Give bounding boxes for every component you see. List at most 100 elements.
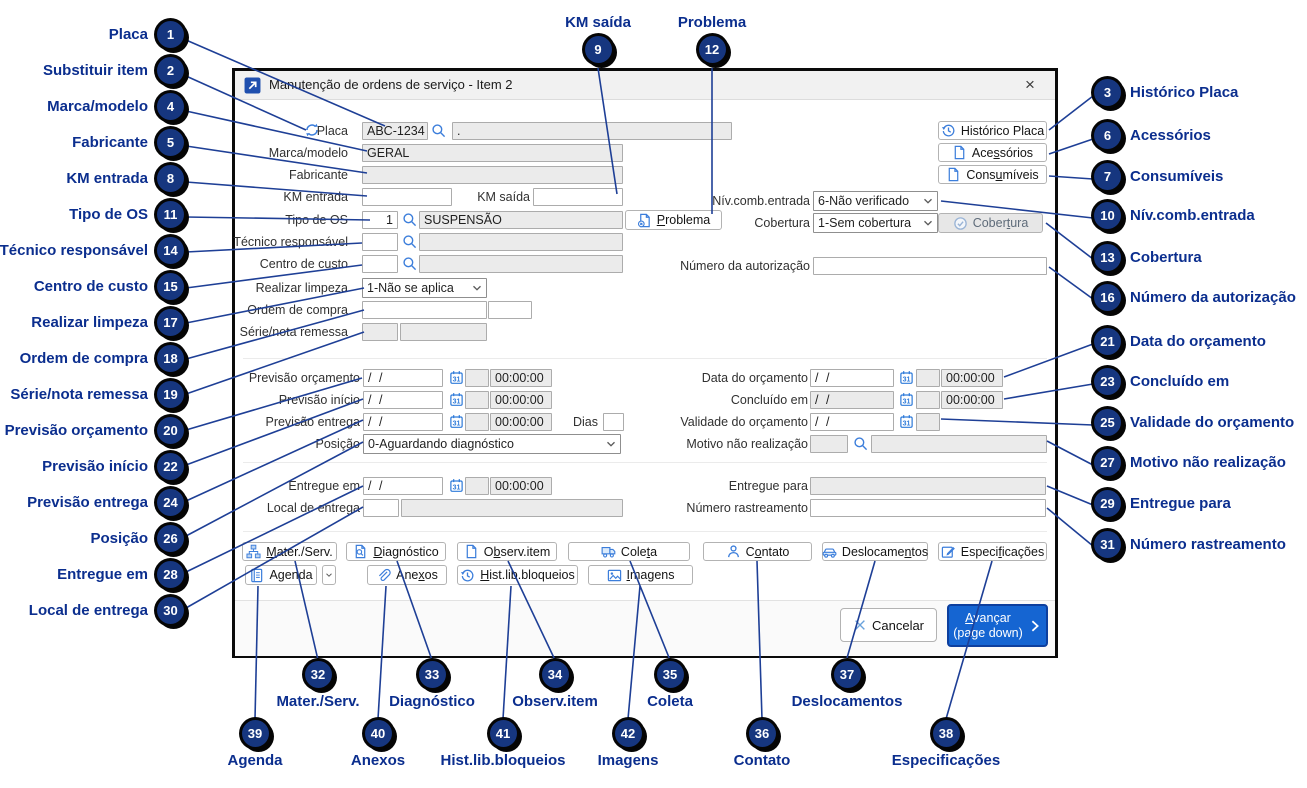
- km-entrada-input[interactable]: [362, 188, 452, 206]
- entregue-em-date-input[interactable]: / /: [363, 477, 443, 495]
- tipo-os-descricao-field: SUSPENSÃO: [419, 211, 623, 229]
- previsao-inicio-date-input[interactable]: / /: [363, 391, 443, 409]
- avancar-button[interactable]: Avançar (page down): [947, 604, 1048, 647]
- avancar-sublabel: (page down): [953, 625, 1023, 640]
- centro-custo-search-button[interactable]: [402, 256, 417, 271]
- callout-badge: 20: [157, 417, 184, 444]
- imagens-button[interactable]: Imagens: [588, 565, 693, 585]
- agenda-dropdown-button[interactable]: [322, 565, 336, 585]
- tipo-os-code-input[interactable]: 1: [362, 211, 398, 229]
- tipo-os-search-button[interactable]: [402, 212, 417, 227]
- coleta-button[interactable]: Coleta: [568, 542, 690, 561]
- previsao-orcamento-time-field: 00:00:00: [490, 369, 552, 387]
- local-entrega-code-input[interactable]: [363, 499, 399, 517]
- numero-rastreamento-input[interactable]: [810, 499, 1046, 517]
- callout-badge: 30: [157, 597, 184, 624]
- chevron-down-icon: [324, 570, 334, 580]
- x-icon: [853, 618, 867, 632]
- especificacoes-button[interactable]: Especificações: [938, 542, 1047, 561]
- previsao-orcamento-date-input[interactable]: / /: [363, 369, 443, 387]
- cobertura-button: Cobertura: [938, 213, 1043, 233]
- callout-badge: 19: [157, 381, 184, 408]
- previsao-inicio-calendar-button[interactable]: [449, 392, 464, 407]
- callout-badge: 27: [1094, 449, 1121, 476]
- previsao-entrega-date-input[interactable]: / /: [363, 413, 443, 431]
- search-icon: [402, 234, 417, 249]
- concluido-em-calendar-button[interactable]: [899, 392, 914, 407]
- ordem-compra-input-2[interactable]: [488, 301, 532, 319]
- contato-button[interactable]: Contato: [703, 542, 812, 561]
- niv-comb-entrada-select[interactable]: 6-Não verificado: [813, 191, 938, 211]
- history-icon: [941, 123, 956, 138]
- callout-badge: 36: [748, 720, 776, 747]
- document-icon: [464, 544, 479, 559]
- deslocamentos-button[interactable]: Deslocamentos: [822, 542, 928, 561]
- mater-serv-button[interactable]: Mater./Serv.: [242, 542, 337, 561]
- callout-badge: 37: [833, 661, 861, 688]
- observ-item-button[interactable]: Observ.item: [457, 542, 557, 561]
- previsao-orcamento-calendar-button[interactable]: [449, 370, 464, 385]
- numero-autorizacao-input[interactable]: [813, 257, 1047, 275]
- callout-badge: 21: [1094, 328, 1121, 355]
- realizar-limpeza-select[interactable]: 1-Não se aplica: [362, 278, 487, 298]
- person-icon: [726, 544, 741, 559]
- close-button[interactable]: ×: [1025, 75, 1035, 94]
- entregue-em-label: Entregue em: [288, 479, 360, 493]
- search-icon: [402, 212, 417, 227]
- local-entrega-descricao-field: [401, 499, 623, 517]
- callout-badge: 14: [157, 237, 184, 264]
- concluido-em-time-field: 00:00:00: [941, 391, 1003, 409]
- dias-input[interactable]: [603, 413, 624, 431]
- chevron-down-icon: [921, 194, 935, 208]
- document-icon: [946, 167, 961, 182]
- hist-lib-bloqueios-button[interactable]: Hist.lib.bloqueios: [457, 565, 578, 585]
- cobertura-select[interactable]: 1-Sem cobertura: [813, 213, 938, 233]
- data-orcamento-date-input[interactable]: / /: [810, 369, 894, 387]
- diagnostico-button[interactable]: Diagnóstico: [346, 542, 446, 561]
- calendar-icon: [449, 370, 464, 385]
- truck-icon: [601, 544, 616, 559]
- historico-placa-button[interactable]: Histórico Placa: [938, 121, 1047, 140]
- callout-badge: 28: [157, 561, 184, 588]
- tecnico-search-button[interactable]: [402, 234, 417, 249]
- validade-orcamento-calendar-button[interactable]: [899, 414, 914, 429]
- tecnico-code-input[interactable]: [362, 233, 398, 251]
- callout-badge: 3: [1094, 79, 1121, 106]
- anexos-button[interactable]: Anexos: [367, 565, 447, 585]
- motivo-search-button[interactable]: [853, 436, 868, 451]
- agenda-button[interactable]: Agenda: [245, 565, 317, 585]
- entregue-para-label: Entregue para: [728, 479, 808, 493]
- serie-field: [362, 323, 398, 341]
- posicao-select[interactable]: 0-Aguardando diagnóstico: [363, 434, 621, 454]
- chevron-down-icon: [921, 216, 935, 230]
- acessorios-button[interactable]: Acessórios: [938, 143, 1047, 162]
- concluido-em-label: Concluído em: [730, 393, 808, 407]
- centro-custo-code-input[interactable]: [362, 255, 398, 273]
- ordem-compra-input[interactable]: [362, 301, 487, 319]
- callout-badge: 15: [157, 273, 184, 300]
- entregue-em-calendar-button[interactable]: [449, 478, 464, 493]
- data-orcamento-calendar-button[interactable]: [899, 370, 914, 385]
- validade-orcamento-date-input[interactable]: / /: [810, 413, 894, 431]
- problema-button[interactable]: Problema: [625, 210, 722, 230]
- search-icon: [431, 123, 446, 138]
- consumiveis-button[interactable]: Consumíveis: [938, 165, 1047, 184]
- chevron-right-icon: [1028, 619, 1042, 633]
- entregue-em-time-field: 00:00:00: [490, 477, 552, 495]
- placa-search-button[interactable]: [431, 123, 446, 138]
- calendar-icon: [449, 392, 464, 407]
- cancelar-button[interactable]: Cancelar: [840, 608, 937, 642]
